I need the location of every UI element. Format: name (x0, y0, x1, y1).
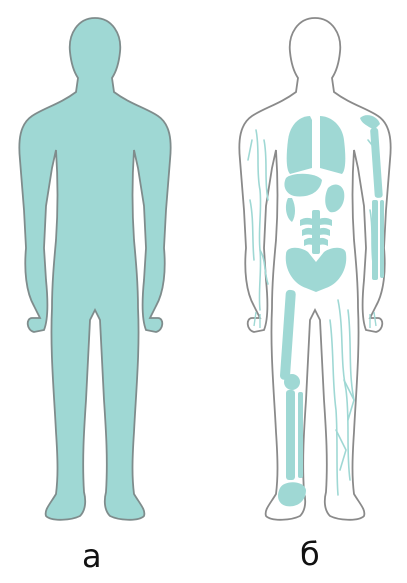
silhouette-anatomy (239, 18, 390, 520)
panel-label-a: а (82, 540, 102, 572)
silhouette-filled (19, 18, 170, 520)
panel-label-b: б (300, 538, 320, 570)
